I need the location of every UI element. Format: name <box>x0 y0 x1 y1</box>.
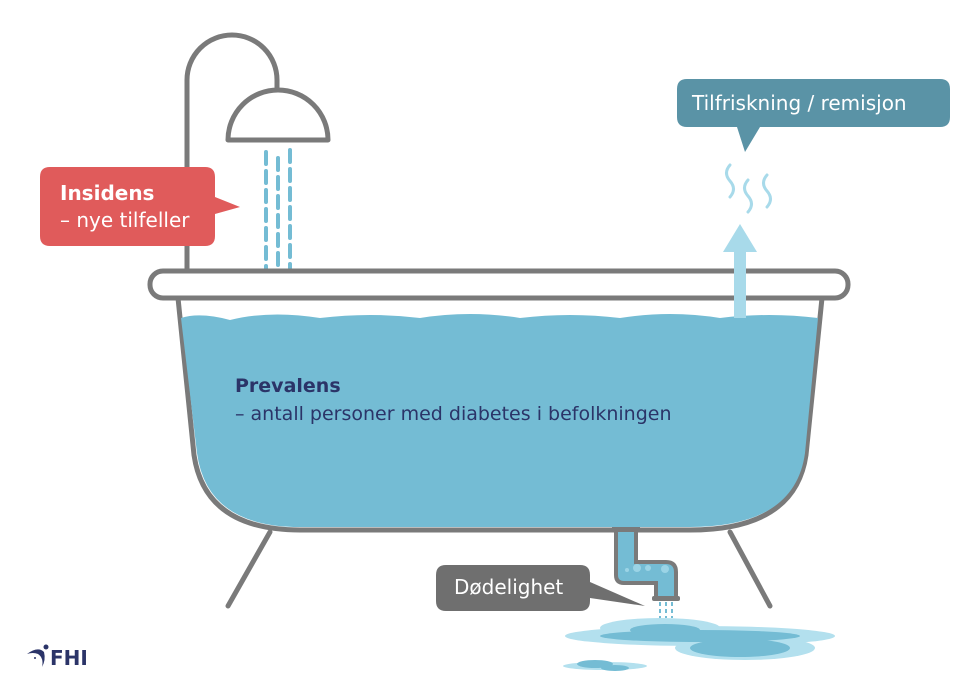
incidence-label: Insidens – nye tilfeller <box>60 180 189 234</box>
tub-leg-right <box>727 529 773 609</box>
remission-callout <box>677 79 950 152</box>
drain-pipe <box>614 528 678 600</box>
incidence-subtitle: – nye tilfeller <box>60 208 190 232</box>
remission-label: Tilfriskning / remisjon <box>692 91 907 115</box>
tub-rim <box>147 268 851 301</box>
tub-leg-left <box>225 529 273 609</box>
incidence-callout <box>40 167 240 246</box>
shower-pipe <box>184 32 280 272</box>
incidence-title: Insidens <box>60 181 155 205</box>
prevalence-label: Prevalens – antall personer med diabetes… <box>235 372 672 428</box>
mortality-label: Dødelighet <box>454 575 564 599</box>
fhi-logo-icon <box>27 644 49 667</box>
tub-water <box>181 314 818 527</box>
prevalence-title: Prevalens <box>235 375 341 397</box>
fhi-logo-text: FHI <box>50 646 88 670</box>
prevalence-subtitle: – antall personer med diabetes i befolkn… <box>235 403 672 425</box>
puddle <box>563 618 835 671</box>
shower-head <box>225 87 331 143</box>
mortality-callout <box>436 565 645 611</box>
arrow-up-icon <box>723 224 757 318</box>
drain-bubbles <box>625 564 669 573</box>
steam-icon <box>725 163 772 214</box>
